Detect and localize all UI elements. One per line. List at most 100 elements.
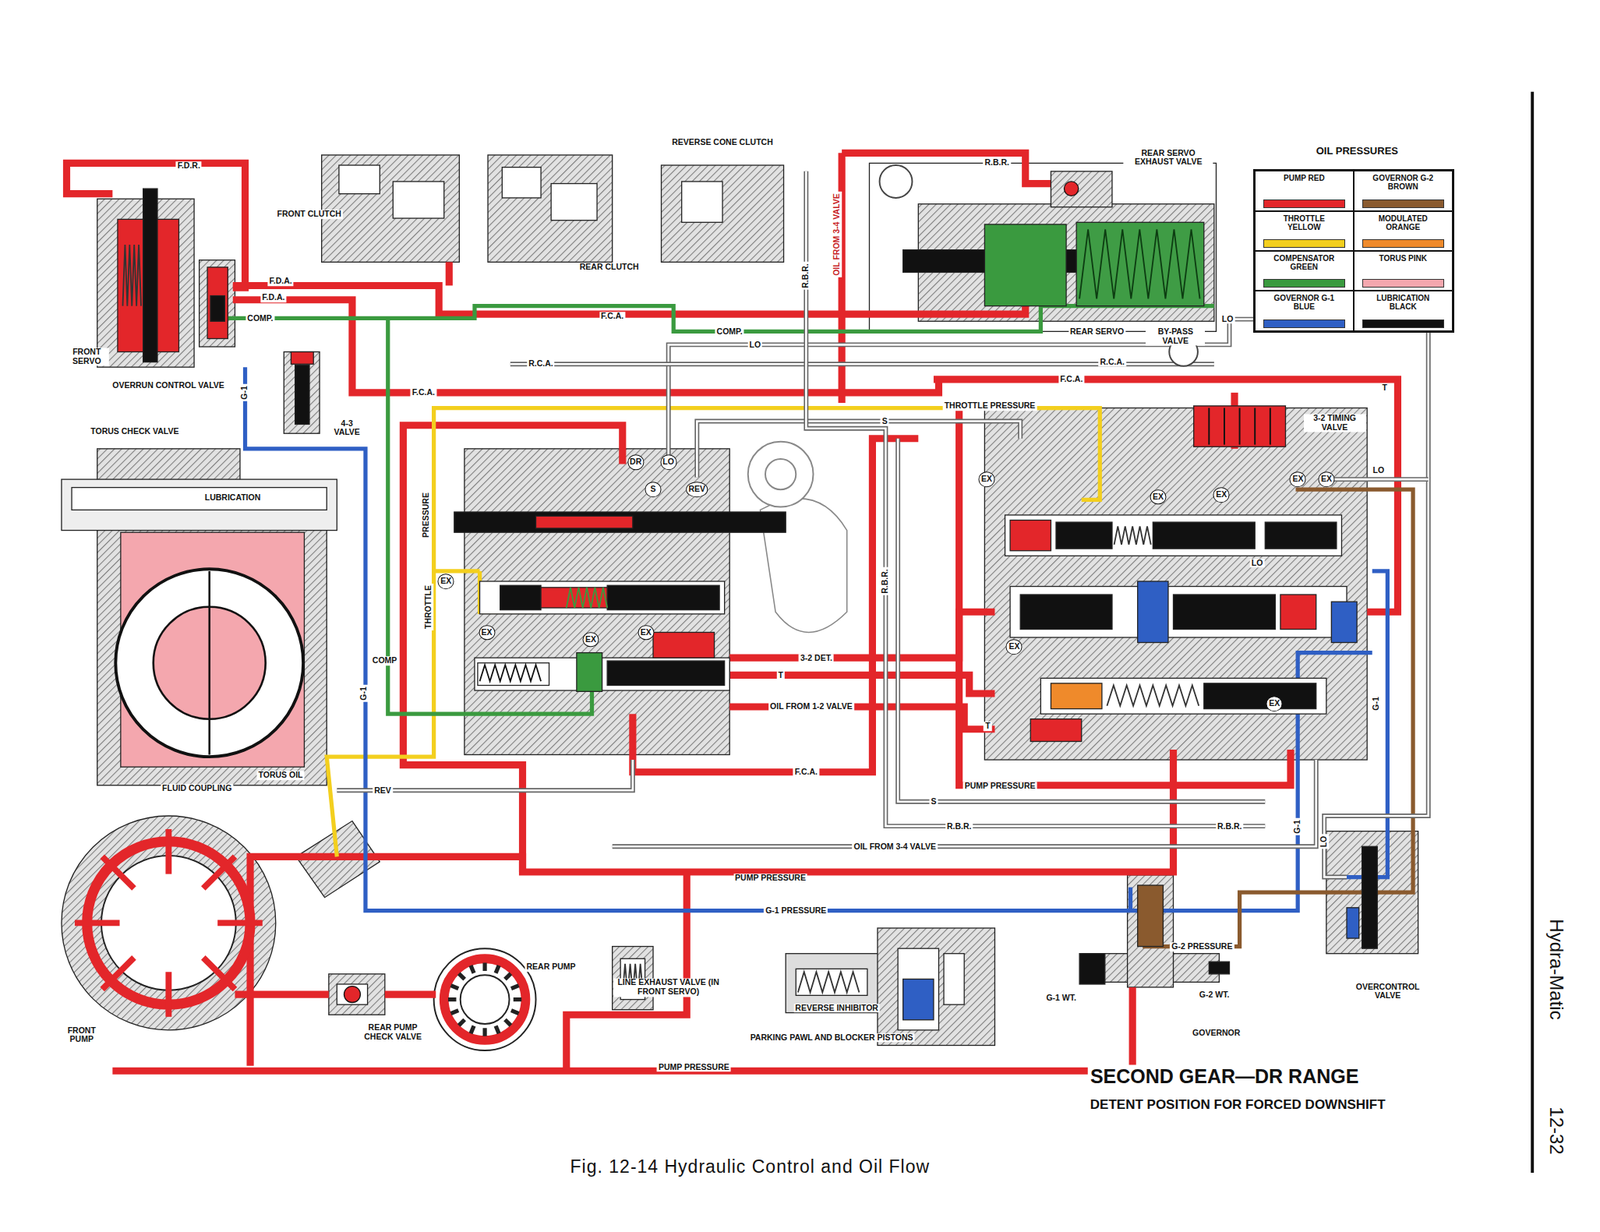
part-label: F.D.A. (267, 277, 294, 287)
valve-land (1239, 408, 1241, 446)
governor-chamber (1137, 581, 1169, 643)
valve-spool (1056, 522, 1113, 549)
port-callout: REV (685, 482, 708, 499)
oil-line (1128, 887, 1133, 912)
gear-tooth (448, 997, 456, 1002)
clutch-cavity (681, 181, 723, 223)
legend-text: PUMP RED (1283, 173, 1325, 183)
legend-entry: PUMP RED (1254, 170, 1354, 211)
part-label: 3-2 DET. (798, 653, 834, 664)
valve-housing (283, 352, 320, 435)
part-label: THROTTLE (423, 583, 434, 631)
valve-spool (607, 660, 725, 686)
passage-line (805, 171, 1265, 827)
clutch-cavity (501, 167, 541, 198)
pump-vane (102, 856, 135, 889)
part-label: GOVERNOR (1190, 1029, 1242, 1039)
part-label: LO (1320, 834, 1330, 850)
passage-line (1326, 478, 1429, 481)
port-callout: EX (1150, 489, 1167, 506)
part-label: LO (1220, 314, 1236, 325)
port-callout: DR (627, 454, 644, 470)
clutch-cavity (339, 165, 380, 195)
part-label: F.C.A. (599, 311, 626, 322)
overrun-valve-housing (199, 260, 236, 347)
legend-swatch (1362, 239, 1445, 248)
valve-bore (1005, 515, 1343, 556)
port-callout: EX (637, 625, 654, 641)
part-label: R.B.R. (945, 822, 974, 832)
oil-passage (576, 653, 603, 693)
oil-passage (1010, 519, 1051, 551)
valve-spool (1264, 522, 1337, 549)
part-label: REVERSE INHIBITOR (793, 1003, 880, 1014)
part-label: DETENT POSITION FOR FORCED DOWNSHIFT (1088, 1098, 1388, 1113)
gear-hub (460, 974, 510, 1025)
oil-passage (1280, 594, 1317, 629)
timing-valve (1193, 406, 1286, 447)
check-ball (343, 986, 361, 1004)
part-label: R.B.R. (982, 158, 1011, 169)
gear-tooth (511, 985, 520, 989)
page-rule (1530, 91, 1534, 1173)
governor-body (1127, 875, 1174, 988)
part-label: REAR CLUTCH (578, 262, 641, 272)
legend-swatch (1263, 239, 1346, 248)
legend-entry: LUBRICATION BLACK (1353, 290, 1453, 331)
spring-symbol (480, 664, 542, 682)
overcontrol-spool (1362, 846, 1378, 949)
valve-chamber (207, 267, 228, 340)
legend-entry: MODULATED ORANGE (1353, 211, 1453, 251)
coupling-vane (208, 571, 211, 756)
port-callout: EX (1006, 639, 1023, 655)
gear-tooth (482, 962, 487, 971)
port-callout: EX (978, 472, 996, 488)
part-label: FRONT SERVO (64, 348, 109, 367)
valve-spool (607, 585, 720, 610)
diagram-title: SECOND GEAR—DR RANGE (1087, 1065, 1361, 1088)
valve-spool (210, 296, 225, 322)
part-label: T (983, 721, 992, 732)
part-label: 4-3 VALVE (327, 419, 368, 438)
rear-pump-housing (434, 948, 537, 1051)
part-label: G-1 WT. (1044, 993, 1078, 1004)
part-label: REAR PUMP (525, 962, 578, 972)
piston-bore (897, 948, 939, 1031)
part-label: OVERCONTROL VALVE (1350, 982, 1426, 1001)
input-shaft (61, 479, 337, 530)
gear-tooth (482, 1027, 487, 1036)
oil-passage (540, 587, 608, 608)
valve-land (1207, 408, 1210, 446)
port-callout: EX (1318, 472, 1336, 488)
part-label: FLUID COUPLING (160, 784, 234, 794)
part-label: R.C.A. (526, 360, 555, 370)
check-valve-housing (328, 974, 385, 1015)
valve-body (464, 448, 730, 756)
gear-tooth (513, 997, 522, 1002)
oil-line (729, 611, 995, 658)
part-label: F.D.A. (260, 293, 287, 304)
legend-swatch (1263, 319, 1346, 329)
gear-tooth (451, 985, 460, 989)
oil-line (434, 408, 1101, 572)
lubrication-channel (71, 487, 327, 511)
legend-swatch (1263, 199, 1346, 209)
gear-tooth (459, 1020, 465, 1026)
valve-bore (477, 663, 550, 686)
oil-passage (1030, 719, 1081, 742)
rear-clutch-housing (487, 155, 613, 262)
part-label: FRONT PUMP (60, 1026, 104, 1045)
passage-line (1326, 476, 1429, 482)
front-pump-bore (101, 855, 237, 991)
valve-land (1253, 408, 1256, 446)
pump-vane (165, 829, 172, 875)
part-label: LINE EXHAUST VALVE (IN FRONT SERVO) (613, 978, 724, 997)
port-callout: EX (1289, 472, 1307, 488)
part-label: OVERRUN CONTROL VALVE (110, 381, 227, 391)
manual-detent (765, 459, 796, 490)
valve-spool (1020, 594, 1113, 629)
part-label: PUMP PRESSURE (963, 782, 1038, 792)
gear-tooth (459, 973, 465, 979)
part-label: S (929, 797, 939, 807)
port-callout: S (644, 482, 661, 499)
